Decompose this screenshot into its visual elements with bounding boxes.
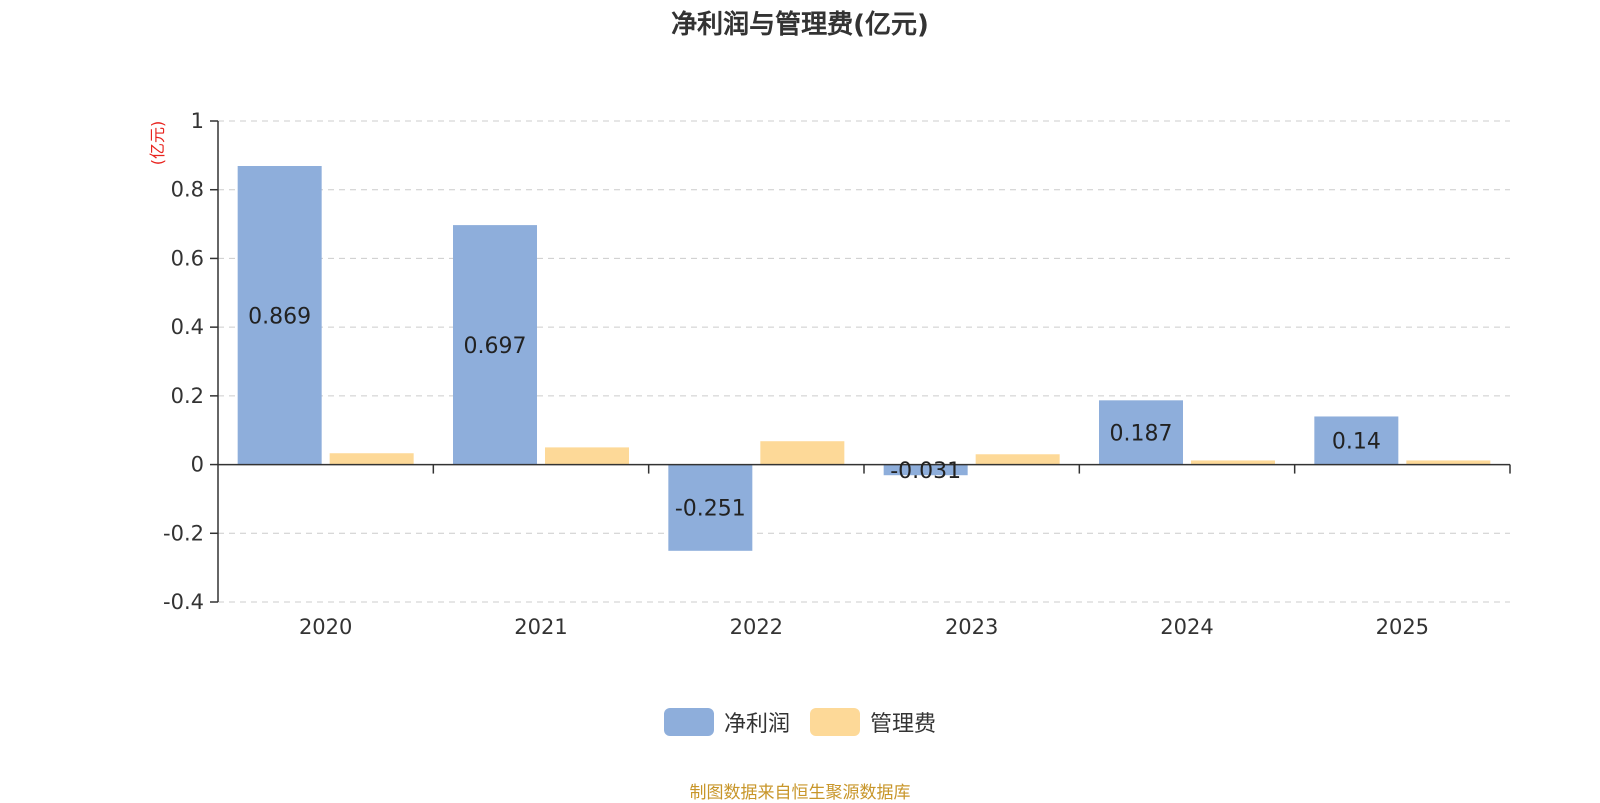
- bar-admin-fee[interactable]: [760, 441, 845, 465]
- bar-net-profit[interactable]: [883, 464, 968, 476]
- x-tick-label: 2022: [730, 615, 783, 639]
- x-tick-label: 2020: [299, 615, 352, 639]
- x-tick-label: 2021: [514, 615, 567, 639]
- grid-lines: [218, 120, 1510, 603]
- bar-admin-fee[interactable]: [975, 454, 1060, 465]
- y-tick-label: 0.8: [171, 178, 204, 202]
- legend-swatch-admin-fee: [810, 708, 860, 736]
- y-tick-label: -0.2: [163, 521, 204, 545]
- bar-value-label: -0.251: [675, 497, 746, 522]
- y-tick-label: 0.2: [171, 384, 204, 408]
- legend: 净利润 管理费: [0, 706, 1600, 738]
- x-tick-label: 2025: [1376, 615, 1429, 639]
- bar-net-profit[interactable]: [453, 225, 537, 465]
- bar-net-profit[interactable]: [1314, 416, 1399, 465]
- bar-admin-fee[interactable]: [545, 447, 629, 465]
- x-tick-label: 2023: [945, 615, 998, 639]
- legend-item-admin-fee[interactable]: 管理费: [810, 706, 936, 738]
- bar-admin-fee[interactable]: [1191, 460, 1275, 465]
- y-tick-label: 0.4: [171, 315, 204, 339]
- bar-value-label: 0.869: [248, 304, 311, 329]
- bar-value-label: 0.187: [1110, 421, 1173, 446]
- y-axis-unit-label: (亿元): [148, 121, 167, 166]
- y-tick-label: -0.4: [163, 590, 204, 614]
- legend-item-net-profit[interactable]: 净利润: [663, 706, 790, 738]
- data-labels: 0.869 0.697 -0.251 -0.031 0.187 0.14: [248, 304, 1381, 521]
- bar-admin-fee[interactable]: [1406, 460, 1491, 465]
- bars: [237, 166, 1491, 551]
- y-tick-label: 0.6: [171, 246, 204, 270]
- bar-value-label: 0.697: [464, 334, 527, 359]
- bar-net-profit[interactable]: [1099, 400, 1183, 465]
- x-tick-label: 2024: [1160, 615, 1213, 639]
- bar-admin-fee[interactable]: [329, 453, 414, 465]
- y-tick-label: 0: [191, 453, 204, 477]
- bar-value-label: 0.14: [1332, 430, 1381, 455]
- bar-net-profit[interactable]: [237, 166, 322, 465]
- y-tick-label: 1: [191, 109, 204, 133]
- legend-swatch-net-profit: [663, 708, 714, 736]
- source-note: 制图数据来自恒生聚源数据库: [689, 783, 911, 803]
- bar-value-label: -0.031: [890, 459, 961, 484]
- bar-net-profit[interactable]: [668, 464, 753, 551]
- legend-label-admin-fee: 管理费: [870, 712, 937, 737]
- chart-title: 净利润与管理费(亿元): [671, 10, 929, 40]
- axes: 1 0.8 0.6 0.4 0.2 0 -0.2 -0.4 2020 2021 2022 2023 20…: [163, 109, 1511, 639]
- legend-label-net-profit: 净利润: [723, 712, 790, 737]
